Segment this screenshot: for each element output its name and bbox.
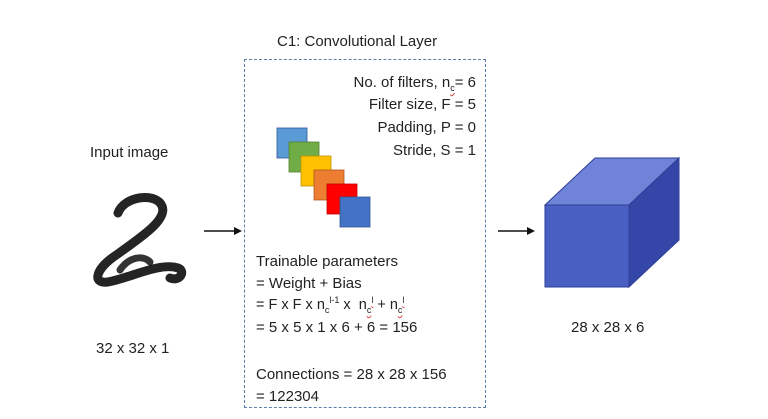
- formula-part-b: x n: [339, 297, 367, 313]
- filter-stack: [276, 127, 371, 228]
- formula-sup1: l-1: [329, 295, 340, 306]
- trainable-title: Trainable parameters: [256, 253, 399, 270]
- param-filters-sub: c: [450, 83, 455, 93]
- formula-sub2: c: [366, 304, 372, 315]
- param-filters-value: = 6: [454, 74, 476, 91]
- param-filter-size: Filter size, F = 5: [368, 96, 476, 113]
- trainable-line3: = 5 x 5 x 1 x 6 + 6 = 156: [256, 319, 418, 336]
- formula-sub3: c: [397, 304, 403, 315]
- layer-title: C1: Convolutional Layer: [277, 33, 438, 50]
- param-stride: Stride, S = 1: [393, 142, 476, 159]
- input-digit-image: [93, 193, 187, 287]
- param-padding: Padding, P = 0: [377, 119, 476, 136]
- arrow-to-output: [498, 227, 535, 235]
- output-volume-cube: [543, 156, 681, 289]
- filter-6: [339, 196, 371, 228]
- trainable-line1: = Weight + Bias: [256, 275, 362, 292]
- formula-part-c: + n: [373, 297, 398, 313]
- input-size-label: 32 x 32 x 1: [96, 340, 170, 357]
- param-filters-label: No. of filters, n: [353, 74, 451, 91]
- input-image-label: Input image: [90, 144, 169, 161]
- trainable-formula: = F x F x ncl-1 x ncl + ncl: [256, 295, 405, 315]
- arrow-to-layer: [204, 227, 242, 235]
- conv-layer-box: [244, 59, 486, 408]
- formula-sub1: c: [324, 304, 330, 315]
- formula-sup2: l: [371, 295, 374, 306]
- cube-front: [544, 204, 630, 288]
- param-filters: No. of filters, nc= 6: [300, 74, 476, 93]
- connections-line1: Connections = 28 x 28 x 156: [256, 366, 447, 383]
- formula-part-a: = F x F x n: [256, 297, 325, 313]
- output-size-label: 28 x 28 x 6: [571, 319, 645, 336]
- connections-line2: = 122304: [256, 388, 319, 405]
- formula-sup3: l: [402, 295, 405, 306]
